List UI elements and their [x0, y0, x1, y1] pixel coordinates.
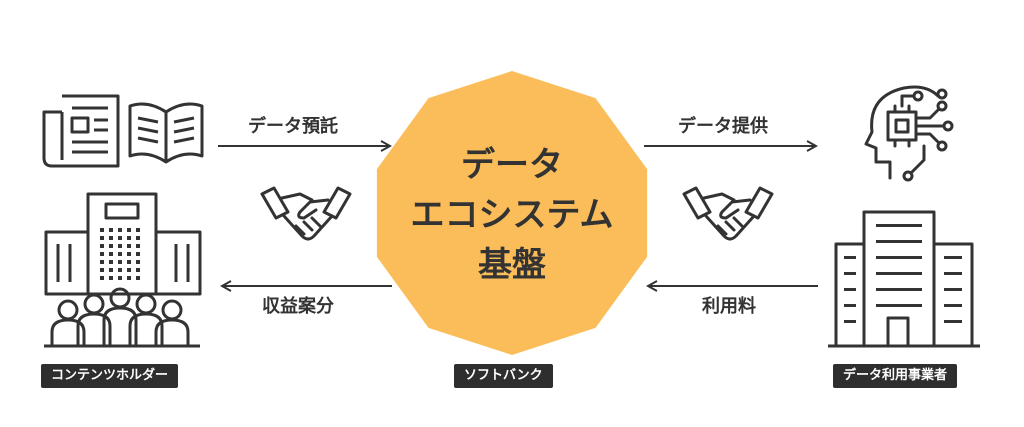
window	[127, 276, 131, 280]
window	[876, 224, 922, 227]
window	[127, 268, 131, 272]
flow-label-right-to-hub: 利用料	[702, 296, 756, 317]
window	[100, 252, 104, 256]
window	[118, 252, 122, 256]
window	[118, 228, 122, 232]
hub-title: データ エコシステム 基盤	[380, 140, 644, 290]
hub-title-line: 基盤	[478, 245, 546, 285]
window	[118, 268, 122, 272]
flow-label-hub-to-left: 収益案分	[262, 296, 334, 317]
window	[876, 288, 922, 291]
window	[118, 260, 122, 264]
window	[127, 244, 131, 248]
window	[136, 276, 140, 280]
window	[109, 276, 113, 280]
window	[100, 228, 104, 232]
window	[876, 272, 922, 275]
window	[109, 244, 113, 248]
window	[100, 244, 104, 248]
handshake-icon	[260, 186, 352, 241]
window	[109, 228, 113, 232]
tall-building-icon	[828, 210, 980, 348]
window	[127, 252, 131, 256]
window	[876, 256, 922, 259]
window	[136, 268, 140, 272]
window	[876, 304, 922, 307]
flow-label-hub-to-right: データ提供	[678, 116, 768, 137]
window	[100, 260, 104, 264]
window	[944, 272, 962, 275]
office-building-people-icon	[44, 192, 202, 348]
hub-decagon	[376, 71, 648, 355]
flow-label-left-to-hub: データ預託	[248, 116, 338, 137]
window	[844, 288, 856, 291]
window	[127, 236, 131, 240]
window	[100, 236, 104, 240]
window	[127, 260, 131, 264]
window	[109, 260, 113, 264]
window	[109, 268, 113, 272]
window	[944, 256, 962, 259]
window	[844, 320, 856, 323]
window	[136, 244, 140, 248]
hub-owner-label: ソフトバンク	[454, 364, 553, 388]
left-party-label: コンテンツホルダー	[41, 364, 179, 388]
window	[118, 244, 122, 248]
window	[136, 260, 140, 264]
window	[876, 240, 922, 243]
open-book-icon	[128, 102, 204, 164]
newspaper-icon	[42, 94, 120, 168]
window	[136, 236, 140, 240]
hub-title-line: エコシステム	[410, 195, 614, 235]
handshake-icon	[682, 186, 774, 241]
window	[944, 320, 962, 323]
window	[944, 288, 962, 291]
window	[100, 268, 104, 272]
window	[944, 304, 962, 307]
window	[844, 256, 856, 259]
window	[844, 304, 856, 307]
window	[136, 228, 140, 232]
window	[118, 236, 122, 240]
hub-title-line: データ	[461, 145, 563, 185]
window	[844, 272, 856, 275]
window	[109, 252, 113, 256]
building-windows	[100, 228, 140, 280]
ai-head-circuit-icon	[864, 85, 954, 182]
right-party-label: データ利用事業者	[833, 364, 958, 388]
window	[127, 228, 131, 232]
window	[118, 276, 122, 280]
window	[109, 236, 113, 240]
window	[100, 276, 104, 280]
building-windows	[844, 224, 962, 323]
window	[136, 252, 140, 256]
